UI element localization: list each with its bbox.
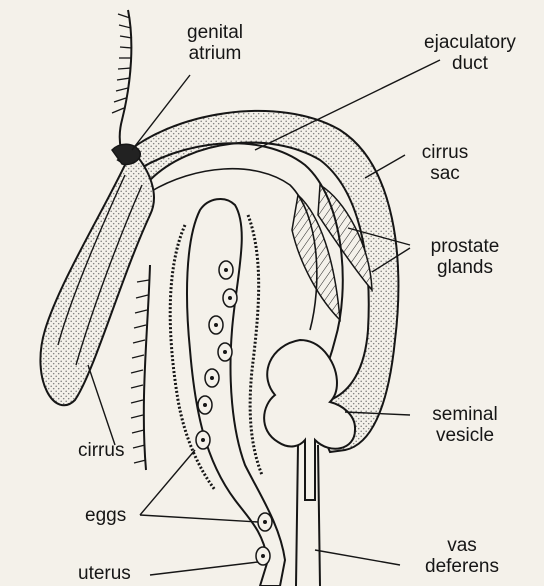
label-uterus: uterus	[78, 563, 131, 584]
cirrus-sac-wall	[118, 111, 398, 452]
cirrus-tube	[40, 150, 154, 405]
label-prostate-glands: prostate glands	[410, 236, 520, 278]
leader-cirrus	[88, 365, 115, 445]
label-eggs: eggs	[85, 505, 126, 526]
label-vas-deferens: vas deferens	[402, 535, 522, 577]
leader-vas-deferens	[315, 550, 400, 565]
leader-eggs-upper	[140, 450, 195, 515]
label-genital-atrium: genital atrium	[160, 22, 270, 64]
leader-uterus	[150, 562, 258, 575]
label-cirrus: cirrus	[78, 440, 124, 461]
genital-atrium-junction	[112, 144, 140, 164]
label-cirrus-sac: cirrus sac	[405, 142, 485, 184]
label-ejaculatory-duct: ejaculatory duct	[410, 32, 530, 74]
leader-eggs-lower	[140, 515, 258, 522]
label-seminal-vesicle: seminal vesicle	[415, 404, 515, 446]
seminal-vesicle-shape	[264, 340, 355, 500]
